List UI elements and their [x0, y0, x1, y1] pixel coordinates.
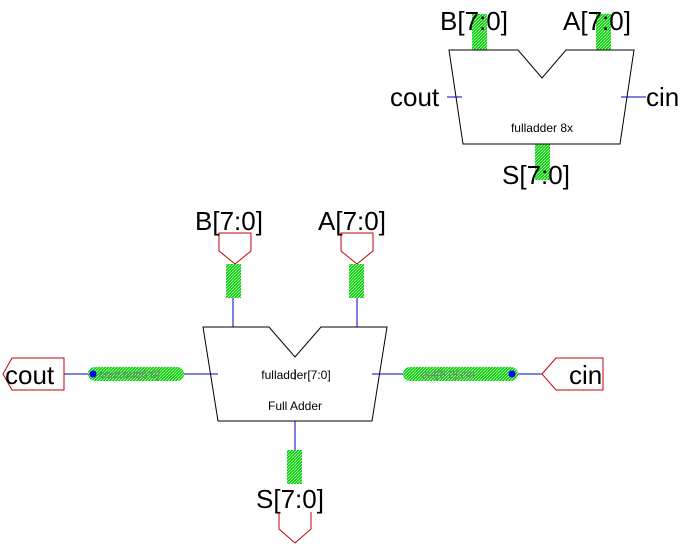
port-cout[interactable]	[2, 357, 65, 391]
block-label: Full Adder	[268, 399, 322, 413]
port-cin-label: cin	[569, 360, 602, 390]
symbol-block-label: fulladder 8x	[511, 121, 573, 135]
bus-net-right	[403, 367, 518, 381]
symbol-port-a-label: A[7:0]	[563, 6, 631, 36]
symbol-adder-body	[448, 49, 635, 145]
port-a-label: A[7:0]	[318, 206, 386, 236]
junction-right	[508, 370, 516, 378]
port-b[interactable]	[218, 232, 252, 265]
symbol-bus-s	[535, 144, 550, 180]
bus-net-left	[88, 367, 184, 381]
port-cin[interactable]	[541, 357, 604, 391]
port-s-label: S[7:0]	[256, 484, 324, 514]
port-a[interactable]	[340, 232, 374, 265]
schematic-view: B[7:0] A[7:0] fulladder[7:0] Full Adder …	[2, 206, 604, 544]
port-s[interactable]	[278, 512, 312, 544]
symbol-view: B[7:0] A[7:0] cout cin S[7:0] fulladder …	[390, 6, 679, 190]
symbol-port-cout-label: cout	[390, 82, 440, 112]
full-adder-block[interactable]	[202, 326, 388, 422]
symbol-port-s-label: S[7:0]	[502, 160, 570, 190]
bus-b	[226, 264, 241, 298]
symbol-port-b-label: B[7:0]	[440, 6, 508, 36]
port-b-label: B[7:0]	[195, 206, 263, 236]
junction-left	[89, 370, 97, 378]
symbol-port-cin-label: cin	[646, 82, 679, 112]
port-cout-label: cout	[5, 360, 55, 390]
symbol-bus-b	[472, 14, 487, 50]
bus-a	[349, 264, 364, 298]
net-left-label: cout,out[6:0]	[99, 369, 160, 381]
bus-s	[287, 450, 302, 484]
net-right-label: out[6:0],cin	[421, 369, 475, 381]
symbol-bus-a	[596, 14, 611, 50]
instance-name-label: fulladder[7:0]	[261, 368, 330, 382]
